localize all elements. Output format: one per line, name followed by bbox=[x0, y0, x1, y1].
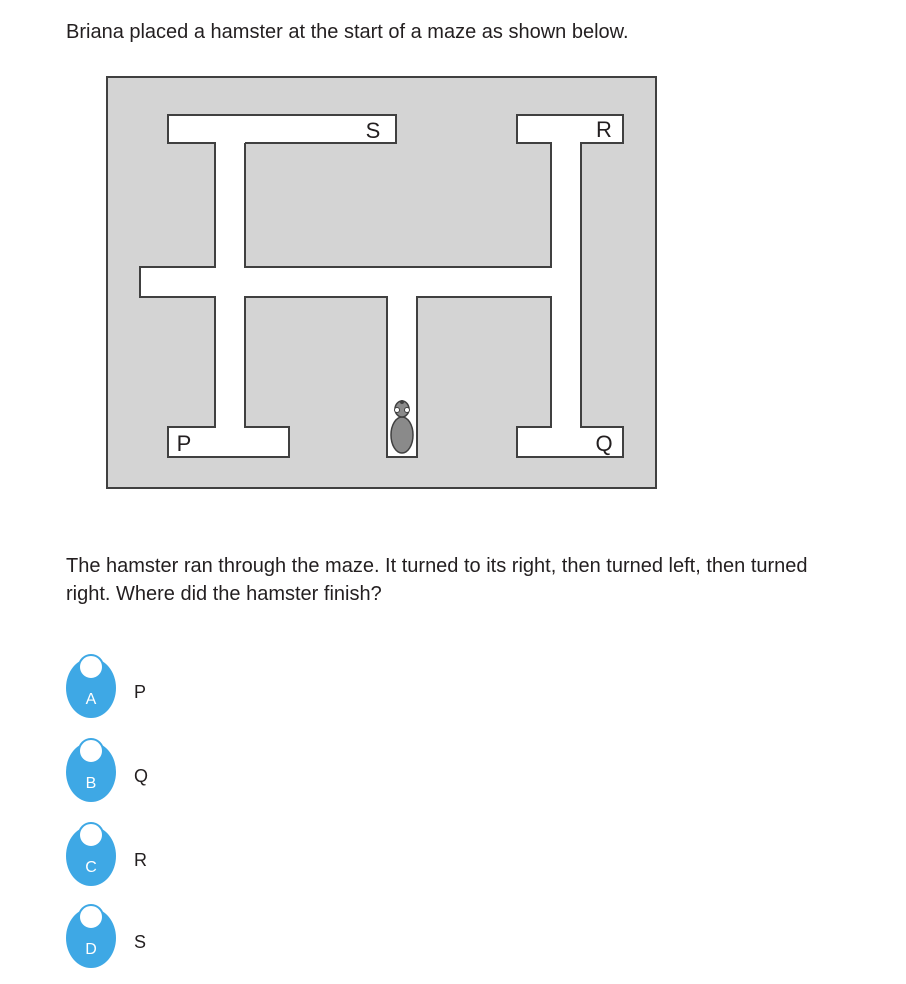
option-letter: D bbox=[85, 941, 97, 958]
radio-button[interactable]: D bbox=[66, 904, 118, 970]
answer-option-c[interactable]: C R bbox=[66, 822, 366, 888]
maze-walls bbox=[139, 114, 624, 458]
option-text: P bbox=[134, 682, 147, 702]
question-intro: Briana placed a hamster at the start of … bbox=[66, 21, 629, 43]
maze-label-r: R bbox=[596, 117, 612, 142]
radio-button[interactable]: C bbox=[66, 822, 118, 888]
maze-label-q: Q bbox=[595, 431, 612, 456]
answer-option-b[interactable]: B Q bbox=[66, 738, 366, 804]
option-letter: C bbox=[85, 859, 97, 876]
maze-label-s: S bbox=[366, 118, 381, 143]
radio-button[interactable]: A bbox=[66, 654, 118, 720]
answer-option-d[interactable]: D S bbox=[66, 904, 366, 970]
question-followup: The hamster ran through the maze. It tur… bbox=[66, 555, 808, 605]
option-text: Q bbox=[134, 766, 149, 786]
hamster-icon bbox=[390, 400, 414, 454]
answer-option-a[interactable]: A P bbox=[66, 654, 366, 720]
maze-label-p: P bbox=[177, 431, 192, 456]
radio-button[interactable]: B bbox=[66, 738, 118, 804]
option-letter: B bbox=[85, 775, 97, 792]
option-text: S bbox=[134, 932, 147, 952]
option-letter: A bbox=[85, 691, 97, 708]
maze-diagram: S R P Q bbox=[106, 76, 657, 489]
option-text: R bbox=[134, 850, 147, 870]
